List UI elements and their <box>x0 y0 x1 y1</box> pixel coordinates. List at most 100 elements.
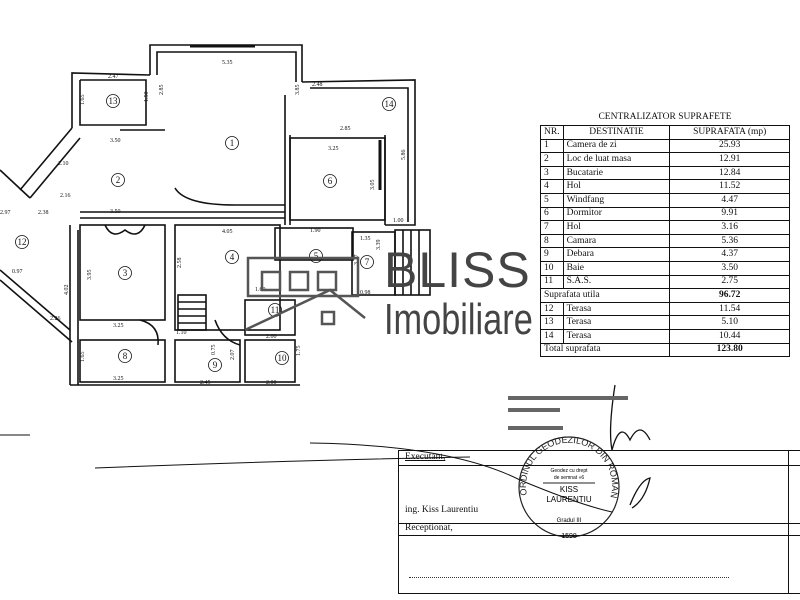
stamp-name1: KISS <box>560 485 578 494</box>
header-nr: NR. <box>540 125 564 140</box>
table-title: CENTRALIZATOR SUPRAFETE <box>598 112 732 122</box>
dimension-label: 1.65 <box>80 352 86 363</box>
cell-nr: 3 <box>540 165 564 181</box>
room-number: 10 <box>278 353 288 363</box>
dimension-label: 2.16 <box>60 193 71 199</box>
summary-label: Suprafata utila <box>539 288 671 303</box>
cell-nr: 4 <box>540 179 564 194</box>
cell-nr: 14 <box>540 328 564 344</box>
cell-destination: Loc de luat masa <box>562 152 671 167</box>
dimension-label: 3.25 <box>113 323 124 329</box>
dimension-label: 3.85 <box>295 85 301 96</box>
logo-house-icon <box>244 256 366 332</box>
cell-nr: 11 <box>540 274 564 290</box>
dimension-label: 3.39 <box>376 240 382 251</box>
room-number: 8 <box>123 351 128 361</box>
cell-destination: Dormitor <box>562 206 671 222</box>
table-header-row: NR. DESTINATIE SUPRAFATA (mp) <box>540 125 790 140</box>
cell-area: 10.44 <box>669 328 790 344</box>
room-number-circle <box>118 349 132 363</box>
dimension-label: 2.58 <box>177 258 183 269</box>
cell-area: 3.50 <box>669 260 790 276</box>
cell-destination: Windfang <box>562 192 671 208</box>
cell-nr: 10 <box>540 260 564 276</box>
cell-area: 3.16 <box>669 220 790 235</box>
room-number: 5 <box>314 251 319 261</box>
dimension-label: 5.35 <box>222 60 233 66</box>
dimension-label: 3.05 <box>370 180 376 191</box>
cell-destination: Terasa <box>562 301 671 317</box>
room-number: 3 <box>123 268 128 278</box>
dimension-label: 3.50 <box>110 138 121 144</box>
cell-area: 5.10 <box>669 315 790 330</box>
dimension-label: 2.26 <box>50 316 61 322</box>
dimension-label: 3.95 <box>87 270 93 281</box>
dimension-label: 2.45 <box>200 380 211 386</box>
stamp-name2: LAURENTIU <box>546 495 592 504</box>
cell-area: 11.54 <box>669 301 790 317</box>
room-number-circle <box>382 97 396 111</box>
receptionat-label: Receptionat, <box>405 523 453 533</box>
dimension-label: 5.86 <box>401 150 407 161</box>
dimension-label: 1.35 <box>360 236 371 242</box>
room-number-circle <box>208 358 222 372</box>
stamp-text-blurred <box>508 396 628 430</box>
signature-block: Executant, ing. Kiss Laurentiu Reception… <box>398 450 800 594</box>
room-number: 13 <box>109 96 119 106</box>
cell-nr: 2 <box>540 152 564 167</box>
dimension-label: 2.00 <box>266 380 277 386</box>
dimension-label: 1.65 <box>80 95 86 106</box>
room-number-circle <box>106 94 120 108</box>
cell-destination: Camara <box>562 233 671 249</box>
dimension-label: 2.97 <box>0 210 11 216</box>
engineer-name: ing. Kiss Laurentiu <box>405 505 479 515</box>
cell-nr: 7 <box>540 220 564 235</box>
header-area: SUPRAFATA (mp) <box>669 125 790 140</box>
room-number: 2 <box>116 175 121 185</box>
cell-nr: 9 <box>540 247 564 262</box>
cell-destination: Terasa <box>562 328 671 344</box>
room-number: 11 <box>271 305 280 315</box>
summary-label: Total suprafata <box>539 342 671 358</box>
cell-area: 4.37 <box>669 247 790 262</box>
dimension-label: 0.97 <box>12 269 23 275</box>
dimension-label: 0.75 <box>211 345 217 356</box>
room-number: 1 <box>230 138 235 148</box>
cell-area: 25.93 <box>669 138 790 154</box>
stamp-number: 1598 <box>561 533 577 540</box>
dimension-label: 1.50 <box>144 92 150 103</box>
cell-area: 12.91 <box>669 152 790 167</box>
pen-strokes <box>0 384 651 513</box>
dimension-label: 1.10 <box>176 330 187 336</box>
cell-nr: 8 <box>540 233 564 249</box>
dimension-label: 4.05 <box>222 229 233 235</box>
dimension-label: 2.48 <box>312 82 323 88</box>
cell-nr: 1 <box>540 138 564 154</box>
cell-destination: Baie <box>562 260 671 276</box>
cell-area: 12.84 <box>669 165 790 181</box>
cell-destination: S.A.S. <box>562 274 671 290</box>
cell-area: 4.47 <box>669 192 790 208</box>
dimension-label: 3.25 <box>328 146 339 152</box>
cell-destination: Hol <box>562 179 671 194</box>
cell-area: 11.52 <box>669 179 790 194</box>
room-number: 14 <box>385 99 395 109</box>
dimension-label: 3.25 <box>113 376 124 382</box>
cell-area: 5.36 <box>669 233 790 249</box>
watermark-bliss: BLISS <box>384 242 531 298</box>
